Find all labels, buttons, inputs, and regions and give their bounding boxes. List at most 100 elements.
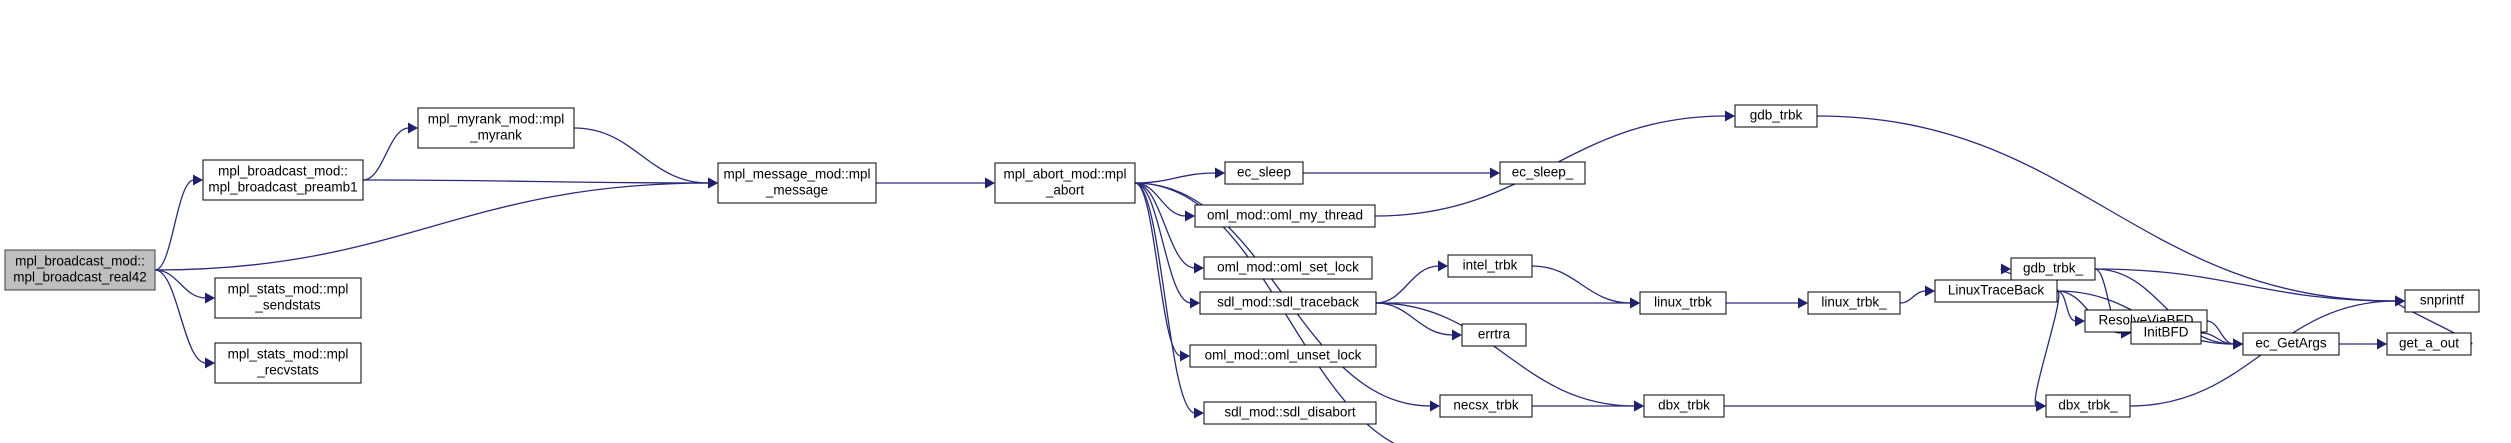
node-label: errtra [1478, 327, 1511, 342]
node-label: oml_mod::oml_unset_lock [1205, 348, 1362, 363]
node-box[interactable] [2130, 321, 2202, 345]
node-label: InitBFD [2143, 325, 2188, 340]
graph-node-ec-getargs[interactable]: ec_GetArgs [2242, 332, 2340, 356]
arrow-head-icon [2001, 263, 2011, 275]
node-label: gdb_trbk [1750, 108, 1803, 123]
graph-node-dbx-trbk[interactable]: dbx_trbk [1643, 394, 1725, 418]
graph-node-linuxtraceback[interactable]: LinuxTraceBack [1934, 279, 2058, 303]
graph-node-snprintf[interactable]: snprintf [2404, 289, 2480, 313]
node-box[interactable] [214, 277, 362, 319]
graph-node-mpl-stats-mod-mpl-sendstats[interactable]: mpl_stats_mod::mpl_sendstats [214, 277, 362, 319]
arrow-head-icon [1438, 260, 1448, 272]
graph-node-errtra[interactable]: errtra [1461, 323, 1527, 347]
arrow-head-icon [1725, 110, 1735, 122]
graph-node-dbx-trbk[interactable]: dbx_trbk_ [2045, 394, 2131, 418]
graph-node-oml-mod-oml-unset-lock[interactable]: oml_mod::oml_unset_lock [1189, 344, 1377, 368]
node-box[interactable] [1224, 161, 1304, 185]
graph-node-mpl-abort-mod-mpl-abort[interactable]: mpl_abort_mod::mpl_abort [994, 162, 1136, 204]
edge-layer [154, 110, 2473, 443]
node-label: sdl_mod::sdl_disabort [1224, 405, 1356, 420]
graph-node-sdl-mod-sdl-disabort[interactable]: sdl_mod::sdl_disabort [1203, 401, 1377, 425]
graph-node-intel-trbk[interactable]: intel_trbk [1447, 254, 1533, 278]
graph-node-get-a-out[interactable]: get_a_out [2386, 332, 2472, 356]
node-label: mpl_myrank_mod::mpl [428, 112, 565, 127]
node-box[interactable] [1499, 161, 1586, 185]
node-box[interactable] [1199, 291, 1377, 315]
graph-node-ec-sleep[interactable]: ec_sleep [1224, 161, 1304, 185]
arrow-head-icon [2233, 338, 2243, 350]
node-label: mpl_stats_mod::mpl [228, 347, 349, 362]
call-edge [362, 127, 410, 181]
graph-node-sdl-mod-sdl-traceback[interactable]: sdl_mod::sdl_traceback [1199, 291, 1377, 315]
node-box[interactable] [2010, 257, 2096, 281]
node-box[interactable] [1807, 291, 1901, 315]
node-label: mpl_broadcast_mod:: [218, 164, 348, 179]
node-box[interactable] [1203, 401, 1377, 425]
node-box[interactable] [417, 107, 575, 149]
graph-node-mpl-stats-mod-mpl-recvstats[interactable]: mpl_stats_mod::mpl_recvstats [214, 342, 362, 384]
node-box[interactable] [1934, 279, 2058, 303]
node-box[interactable] [1447, 254, 1533, 278]
node-box[interactable] [1439, 394, 1533, 418]
node-box[interactable] [2242, 332, 2340, 356]
call-edge [154, 182, 710, 271]
call-edge [1816, 115, 2397, 302]
call-edge [573, 127, 710, 184]
node-box[interactable] [994, 162, 1136, 204]
call-edge [154, 269, 207, 364]
node-label: mpl_message_mod::mpl [723, 167, 870, 182]
graph-node-necsx-trbk[interactable]: necsx_trbk [1439, 394, 1533, 418]
node-label: oml_mod::oml_my_thread [1207, 208, 1363, 223]
graph-node-gdb-trbk[interactable]: gdb_trbk [1734, 104, 1818, 128]
call-edge [1134, 182, 1196, 414]
graph-node-oml-mod-oml-set-lock[interactable]: oml_mod::oml_set_lock [1203, 256, 1373, 280]
node-box[interactable] [1203, 256, 1373, 280]
arrow-head-icon [985, 177, 995, 189]
graph-node-linux-trbk[interactable]: linux_trbk_ [1807, 291, 1901, 315]
arrow-head-icon [2075, 315, 2085, 327]
graph-node-ec-sleep[interactable]: ec_sleep_ [1499, 161, 1586, 185]
graph-node-mpl-message-mod-mpl-message[interactable]: mpl_message_mod::mpl_message [717, 162, 877, 204]
arrow-head-icon [1215, 167, 1225, 179]
node-box[interactable] [1643, 394, 1725, 418]
node-box[interactable] [1461, 323, 1527, 347]
node-label: mpl_stats_mod::mpl [228, 282, 349, 297]
node-box[interactable] [4, 249, 156, 291]
node-box[interactable] [1639, 291, 1727, 315]
arrow-head-icon [1452, 329, 1462, 341]
call-edge [1134, 172, 1217, 184]
node-layer: mpl_broadcast_mod::mpl_broadcast_real42m… [4, 104, 2480, 425]
call-edge [154, 269, 207, 299]
arrow-head-icon [2036, 400, 2046, 412]
arrow-head-icon [1194, 407, 1204, 419]
graph-node-oml-mod-oml-my-thread[interactable]: oml_mod::oml_my_thread [1194, 204, 1376, 228]
node-box[interactable] [2386, 332, 2472, 356]
arrow-head-icon [1630, 297, 1640, 309]
graph-node-mpl-broadcast-mod-mpl-broadcast-real42[interactable]: mpl_broadcast_mod::mpl_broadcast_real42 [4, 249, 156, 291]
arrow-head-icon [1490, 167, 1500, 179]
call-edge [2034, 290, 2060, 407]
call-edge [1134, 182, 1196, 269]
node-label: dbx_trbk_ [2058, 398, 2118, 413]
call-edge [1134, 182, 1395, 443]
node-box[interactable] [202, 159, 364, 201]
node-label: mpl_abort_mod::mpl [1003, 167, 1126, 182]
node-box[interactable] [717, 162, 877, 204]
graph-node-initbfd[interactable]: InitBFD [2130, 321, 2202, 345]
node-box[interactable] [2404, 289, 2480, 313]
graph-node-gdb-trbk[interactable]: gdb_trbk_ [2010, 257, 2096, 281]
node-box[interactable] [1734, 104, 1818, 128]
graph-node-mpl-myrank-mod-mpl-myrank[interactable]: mpl_myrank_mod::mpl_myrank [417, 107, 575, 149]
arrow-head-icon [408, 122, 418, 134]
node-label: ec_sleep [1237, 165, 1291, 180]
node-box[interactable] [2045, 394, 2131, 418]
call-edge [2056, 290, 2077, 322]
node-box[interactable] [1189, 344, 1377, 368]
graph-node-mpl-broadcast-mod-mpl-broadcast-preamb1[interactable]: mpl_broadcast_mod::mpl_broadcast_preamb1 [202, 159, 364, 201]
graph-node-linux-trbk[interactable]: linux_trbk [1639, 291, 1727, 315]
node-box[interactable] [214, 342, 362, 384]
arrow-head-icon [1180, 350, 1190, 362]
arrow-head-icon [1798, 297, 1808, 309]
node-box[interactable] [1194, 204, 1376, 228]
call-edge [2094, 268, 2397, 302]
